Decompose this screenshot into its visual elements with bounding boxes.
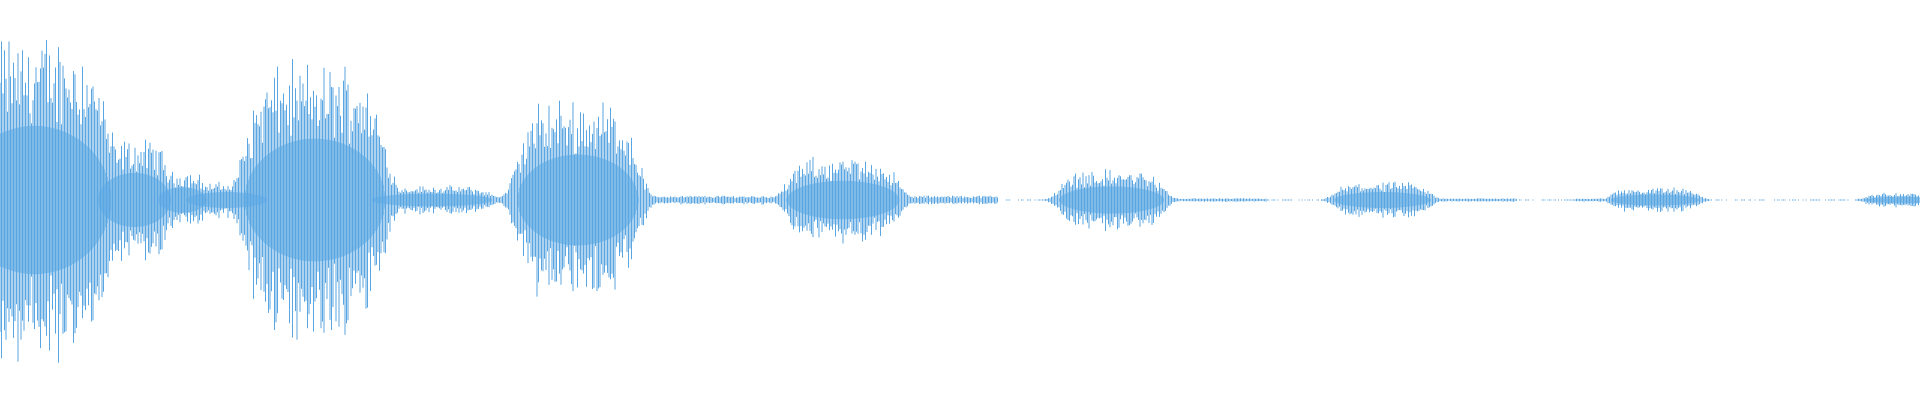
waveform-burst-core: [158, 187, 207, 213]
waveform-burst-core: [786, 180, 900, 220]
waveform-burst-core: [0, 125, 112, 275]
waveform-burst-core: [371, 193, 493, 207]
waveform-burst-core: [1059, 186, 1165, 214]
waveform-burst-core: [1864, 196, 1920, 204]
waveform-burst-core: [244, 138, 386, 262]
waveform-samples: [0, 40, 1920, 363]
waveform-burst-core: [1334, 192, 1431, 208]
waveform-burst-core: [1610, 194, 1700, 206]
waveform-burst-core: [98, 172, 171, 228]
waveform-burst-core: [517, 154, 639, 246]
